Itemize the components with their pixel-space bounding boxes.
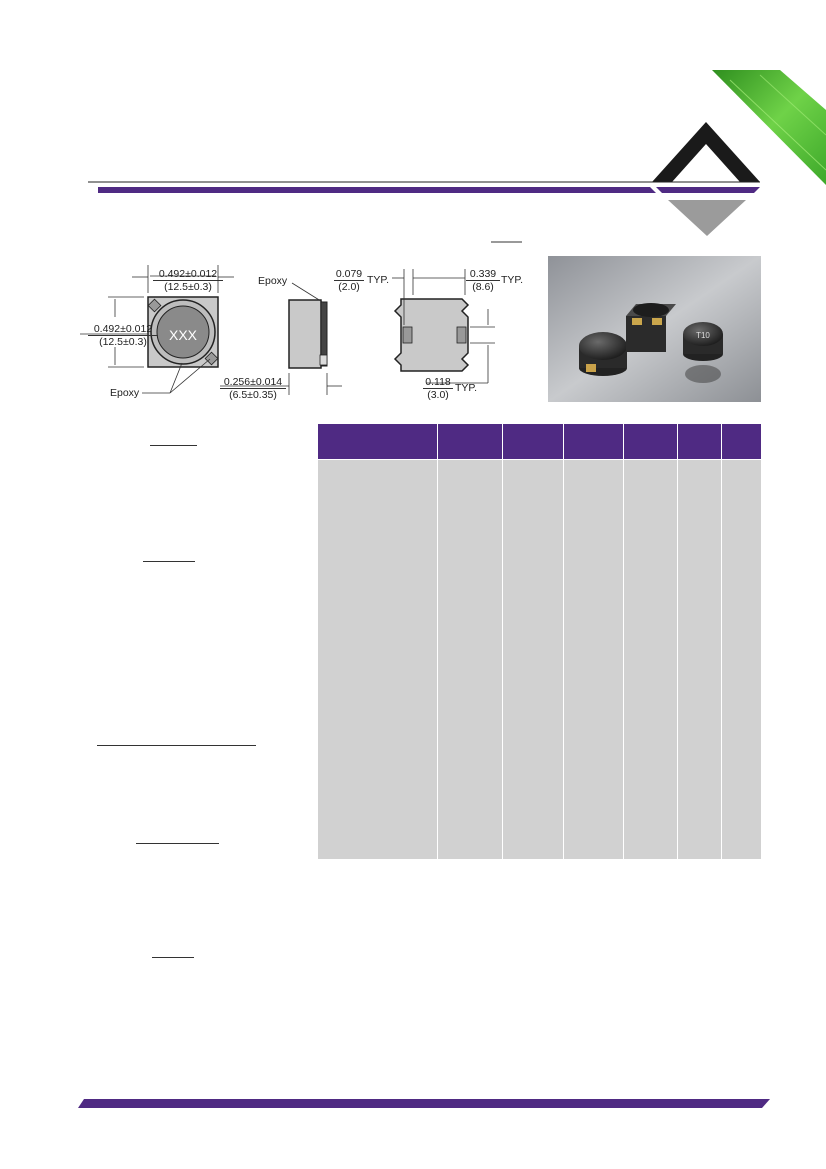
footer-rule xyxy=(78,1099,770,1108)
technical-drawing xyxy=(80,265,495,395)
photo-marking: T10 xyxy=(696,331,710,340)
bottom-gap-in: 0.118 xyxy=(425,376,451,388)
col-sep xyxy=(677,424,678,859)
left-rule-3 xyxy=(97,745,256,746)
top-width-mm: (12.5±0.3) xyxy=(153,280,223,293)
bottom-pad-mm: (2.0) xyxy=(334,280,364,293)
top-epoxy-label: Epoxy xyxy=(110,387,140,399)
col-sep xyxy=(721,424,722,859)
bottom-view xyxy=(392,269,495,384)
bottom-span-in: 0.339 xyxy=(469,268,497,280)
left-rule-2 xyxy=(143,561,195,562)
side-depth-mm: (6.5±0.35) xyxy=(220,388,286,401)
bottom-span-typ: TYP. xyxy=(501,274,523,286)
bottom-pad-typ: TYP. xyxy=(367,274,389,286)
logo-down-triangle xyxy=(668,200,746,236)
table-body xyxy=(318,460,761,859)
bottom-span-mm: (8.6) xyxy=(466,280,500,293)
col-sep xyxy=(437,424,438,859)
left-rule-5 xyxy=(152,957,194,958)
logo-icon xyxy=(652,122,760,182)
spec-table xyxy=(318,424,761,859)
table-header xyxy=(318,424,761,459)
header-graphics xyxy=(88,70,826,243)
header-purple-rule xyxy=(98,187,656,193)
top-width-in: 0.492±0.012 xyxy=(158,268,218,280)
side-view xyxy=(220,282,342,395)
leaf-graphic xyxy=(712,70,826,185)
bottom-gap-typ: TYP. xyxy=(455,382,477,394)
left-rule-1 xyxy=(150,445,197,446)
bottom-gap-mm: (3.0) xyxy=(423,388,453,401)
col-sep xyxy=(623,424,624,859)
product-photo: T10 xyxy=(548,256,761,402)
top-height-in: 0.492±0.012 xyxy=(93,323,153,335)
left-rule-4 xyxy=(136,843,219,844)
coil-marking: XXX xyxy=(168,327,197,343)
top-view xyxy=(80,265,234,394)
col-sep xyxy=(502,424,503,859)
bottom-pad-in: 0.079 xyxy=(335,268,363,280)
top-height-mm: (12.5±0.3) xyxy=(88,335,158,348)
side-epoxy-label: Epoxy xyxy=(258,275,288,287)
side-depth-in: 0.256±0.014 xyxy=(223,376,283,388)
col-sep xyxy=(563,424,564,859)
